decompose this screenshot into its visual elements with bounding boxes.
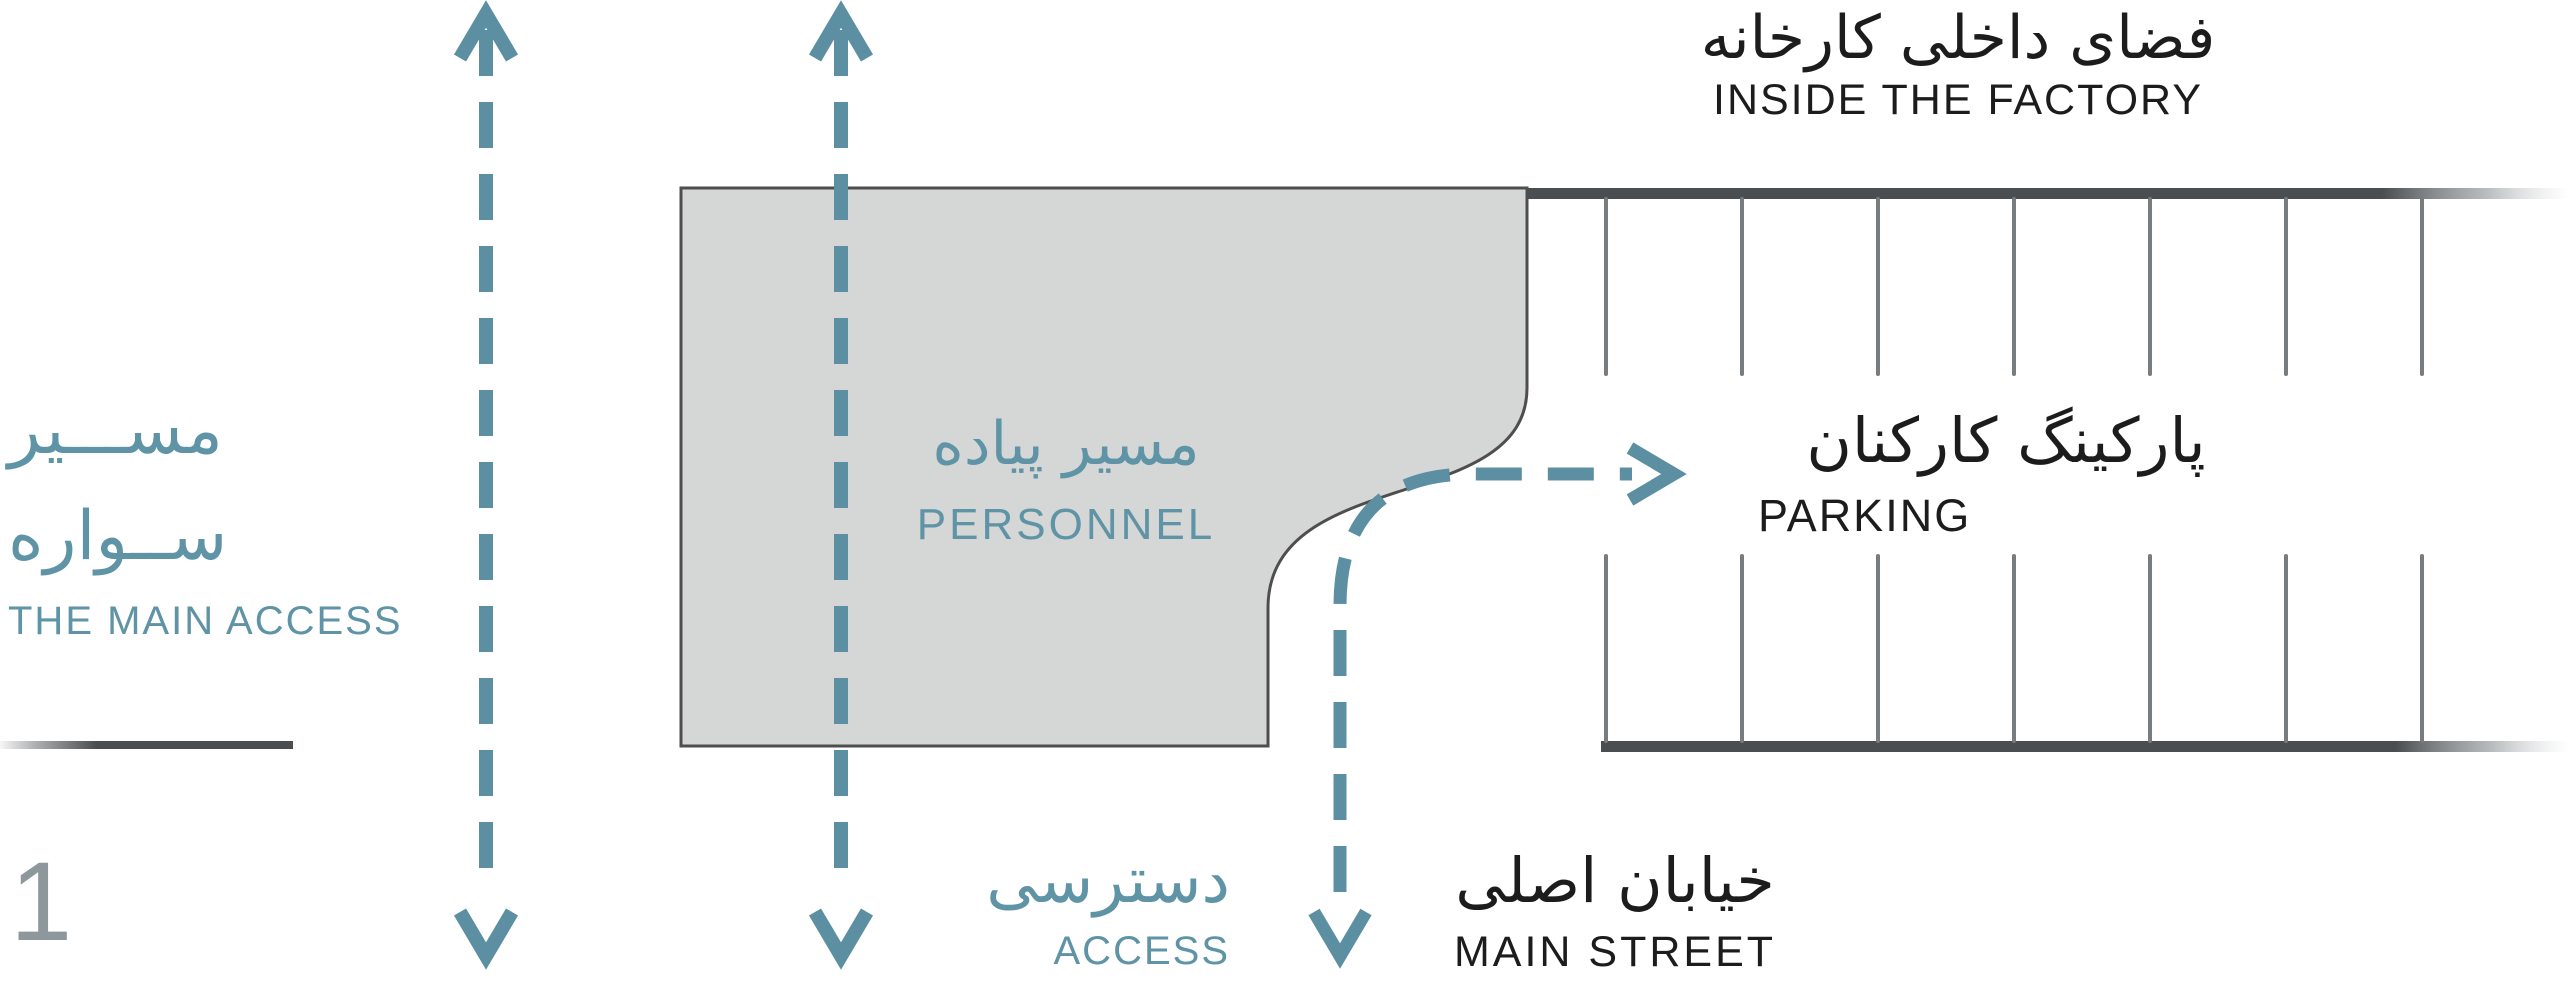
main-street-label-en: MAIN STREET bbox=[1453, 928, 1777, 976]
main-street-label-fa: خیابان اصلی bbox=[1455, 844, 1775, 917]
main-access-route-arrow bbox=[453, 0, 519, 970]
access-label: دسترسی ACCESS bbox=[938, 840, 1230, 974]
parking-label-fa: پارکینگ کارکنان bbox=[1806, 404, 2206, 477]
dashed-curved-line bbox=[1333, 467, 1632, 892]
main-access-label-fa: مســـیر ســواره bbox=[8, 391, 228, 576]
inside-factory-label-en: INSIDE THE FACTORY bbox=[1713, 76, 2203, 124]
figure-number: 1 bbox=[10, 839, 73, 964]
parking-label: پارکینگ کارکنان PARKING bbox=[1748, 396, 2264, 542]
inside-factory-label: فضای داخلی کارخانه INSIDE THE FACTORY bbox=[1680, 2, 2236, 126]
left-street-line bbox=[0, 741, 293, 749]
access-label-en: ACCESS bbox=[1053, 929, 1230, 973]
arrowhead-up-icon bbox=[453, 0, 519, 62]
factory-boundary-line bbox=[1528, 188, 2570, 199]
personnel-zone-block bbox=[679, 186, 1529, 748]
parking-access-route-arrow bbox=[1308, 442, 1687, 969]
parking-label-en: PARKING bbox=[1758, 490, 1972, 541]
inside-factory-label-fa: فضای داخلی کارخانه bbox=[1700, 3, 2216, 73]
parking-stalls-upper-row bbox=[1604, 197, 2424, 376]
access-label-fa: دسترسی bbox=[986, 844, 1230, 918]
main-access-label-en: THE MAIN ACCESS bbox=[8, 599, 403, 643]
arrowhead-down-icon bbox=[808, 908, 874, 970]
personnel-label-fa: مسیر پیاده bbox=[932, 409, 1200, 479]
personnel-label-en: PERSONNEL bbox=[916, 500, 1216, 549]
arrowhead-up-icon bbox=[808, 0, 874, 62]
parking-bottom-line bbox=[1601, 741, 2570, 752]
arrowhead-right-icon bbox=[1626, 442, 1687, 506]
main-access-label: مســـیر ســواره THE MAIN ACCESS bbox=[8, 378, 454, 644]
arrowhead-down-icon bbox=[1308, 908, 1372, 969]
personnel-label: مسیر پیاده PERSONNEL bbox=[888, 402, 1244, 550]
arrowhead-down-icon bbox=[453, 908, 519, 970]
parking-stalls-lower-row bbox=[1604, 554, 2424, 743]
personnel-route-arrow bbox=[808, 0, 874, 970]
main-street-label: خیابان اصلی MAIN STREET bbox=[1452, 838, 1778, 976]
